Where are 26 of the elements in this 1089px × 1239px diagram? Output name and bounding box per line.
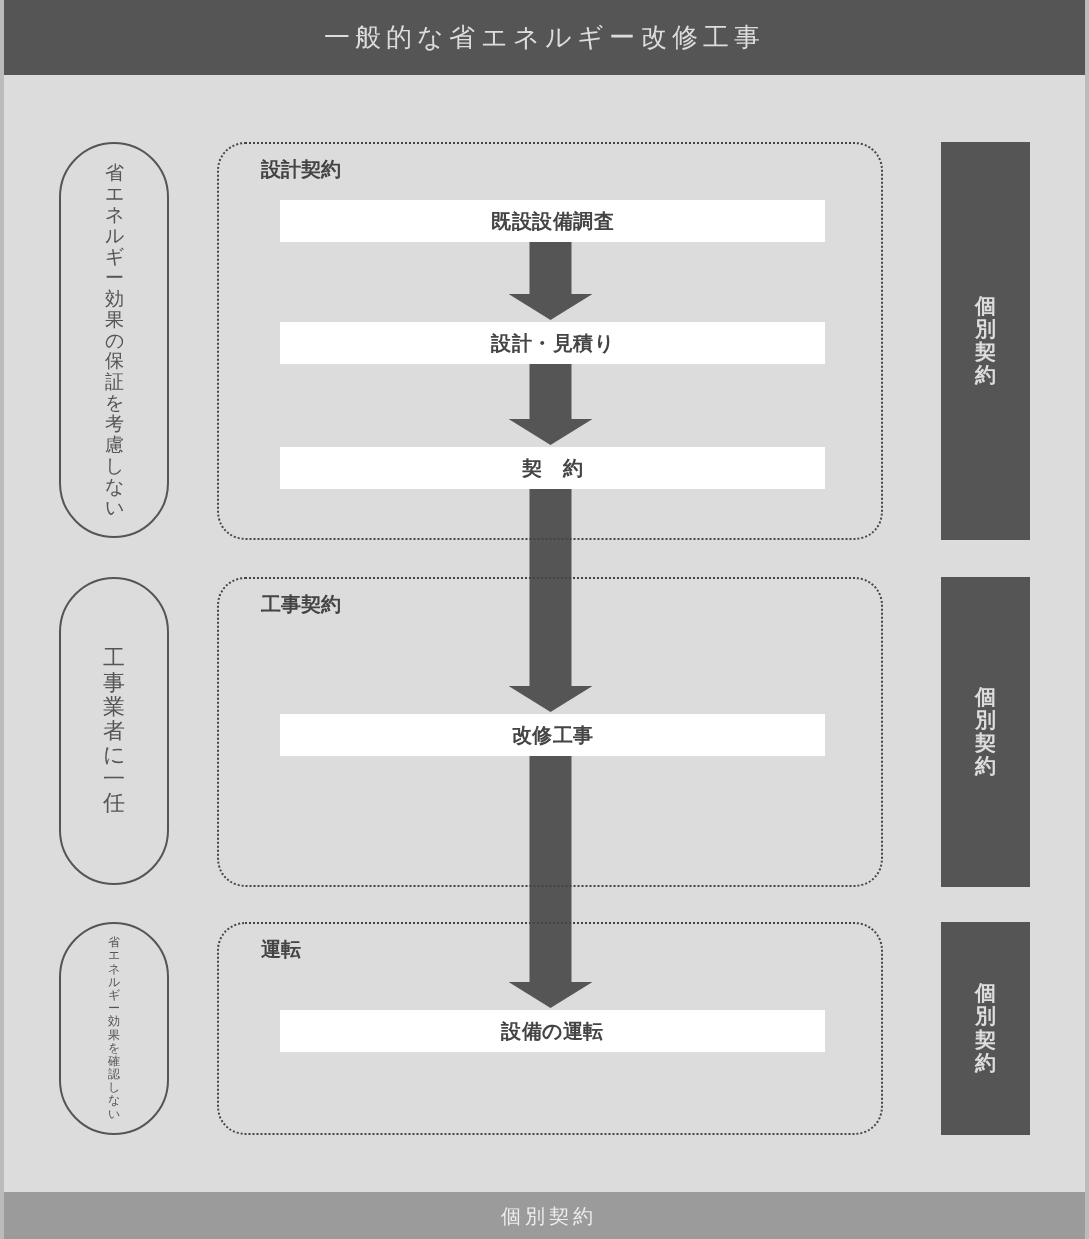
bar-label: 個別契約 — [975, 982, 996, 1075]
block-arrow — [508, 754, 593, 1008]
step-box: 設計・見積り — [280, 322, 825, 364]
contract-bar — [941, 577, 1030, 887]
bar-label: 個別契約 — [975, 685, 996, 779]
block-arrow — [508, 240, 593, 320]
group-heading: 設計契約 — [261, 156, 341, 183]
block-arrow — [508, 487, 593, 712]
title-banner: 一般的な省エネルギー改修工事 — [4, 0, 1085, 75]
pill-label: 省エネルギー効果を確認しない — [108, 936, 120, 1121]
step-box: 改修工事 — [280, 714, 825, 756]
contract-bar — [941, 922, 1030, 1135]
footer-band: 個別契約 — [4, 1192, 1085, 1239]
dashed-group — [217, 922, 883, 1135]
pill-label: 工事業者に一任 — [103, 646, 125, 816]
dashed-group — [217, 577, 883, 887]
block-arrow — [508, 362, 593, 445]
group-heading: 運転 — [261, 936, 301, 963]
bar-label: 個別契約 — [975, 294, 996, 388]
step-box: 設備の運転 — [280, 1010, 825, 1052]
dashed-group — [217, 142, 883, 540]
pill-label: 省エネルギー効果の保証を考慮しない — [104, 162, 124, 518]
contract-bar — [941, 142, 1030, 540]
step-box: 契 約 — [280, 447, 825, 489]
step-box: 既設設備調査 — [280, 200, 825, 242]
group-heading: 工事契約 — [261, 591, 341, 618]
